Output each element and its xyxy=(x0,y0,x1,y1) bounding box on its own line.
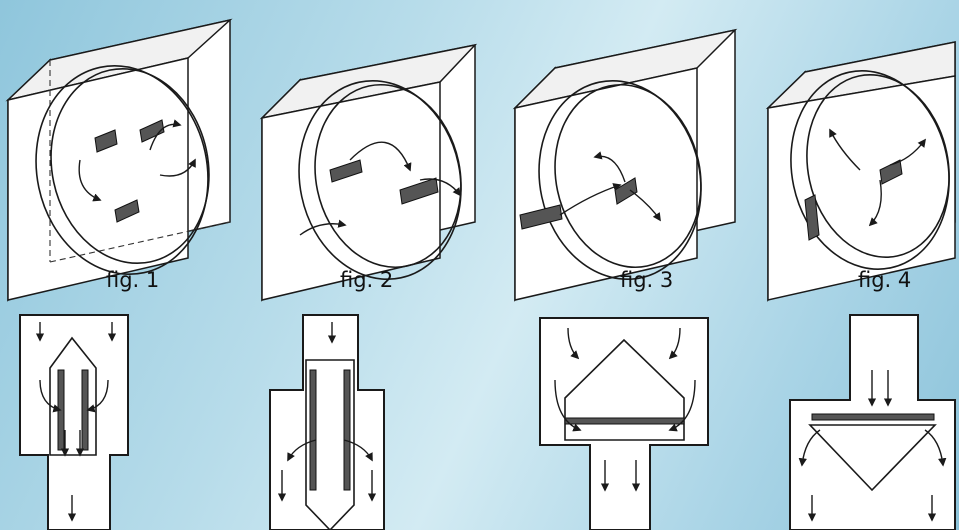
fig2-cross-section xyxy=(269,314,385,530)
fig1-cross-section xyxy=(19,314,129,530)
fig4-cross-section xyxy=(789,314,956,530)
fig2-isometric-box xyxy=(259,43,478,302)
fig3-cross-section xyxy=(539,317,709,530)
fig1-label: fig. 1 xyxy=(106,268,160,292)
fig4-label: fig. 4 xyxy=(858,268,912,292)
fig3-isometric-box xyxy=(512,28,738,302)
fig1-isometric-box xyxy=(5,18,233,302)
fig3-label: fig. 3 xyxy=(620,268,674,292)
fig2-label: fig. 2 xyxy=(340,268,394,292)
fig4-isometric-box xyxy=(765,41,956,302)
